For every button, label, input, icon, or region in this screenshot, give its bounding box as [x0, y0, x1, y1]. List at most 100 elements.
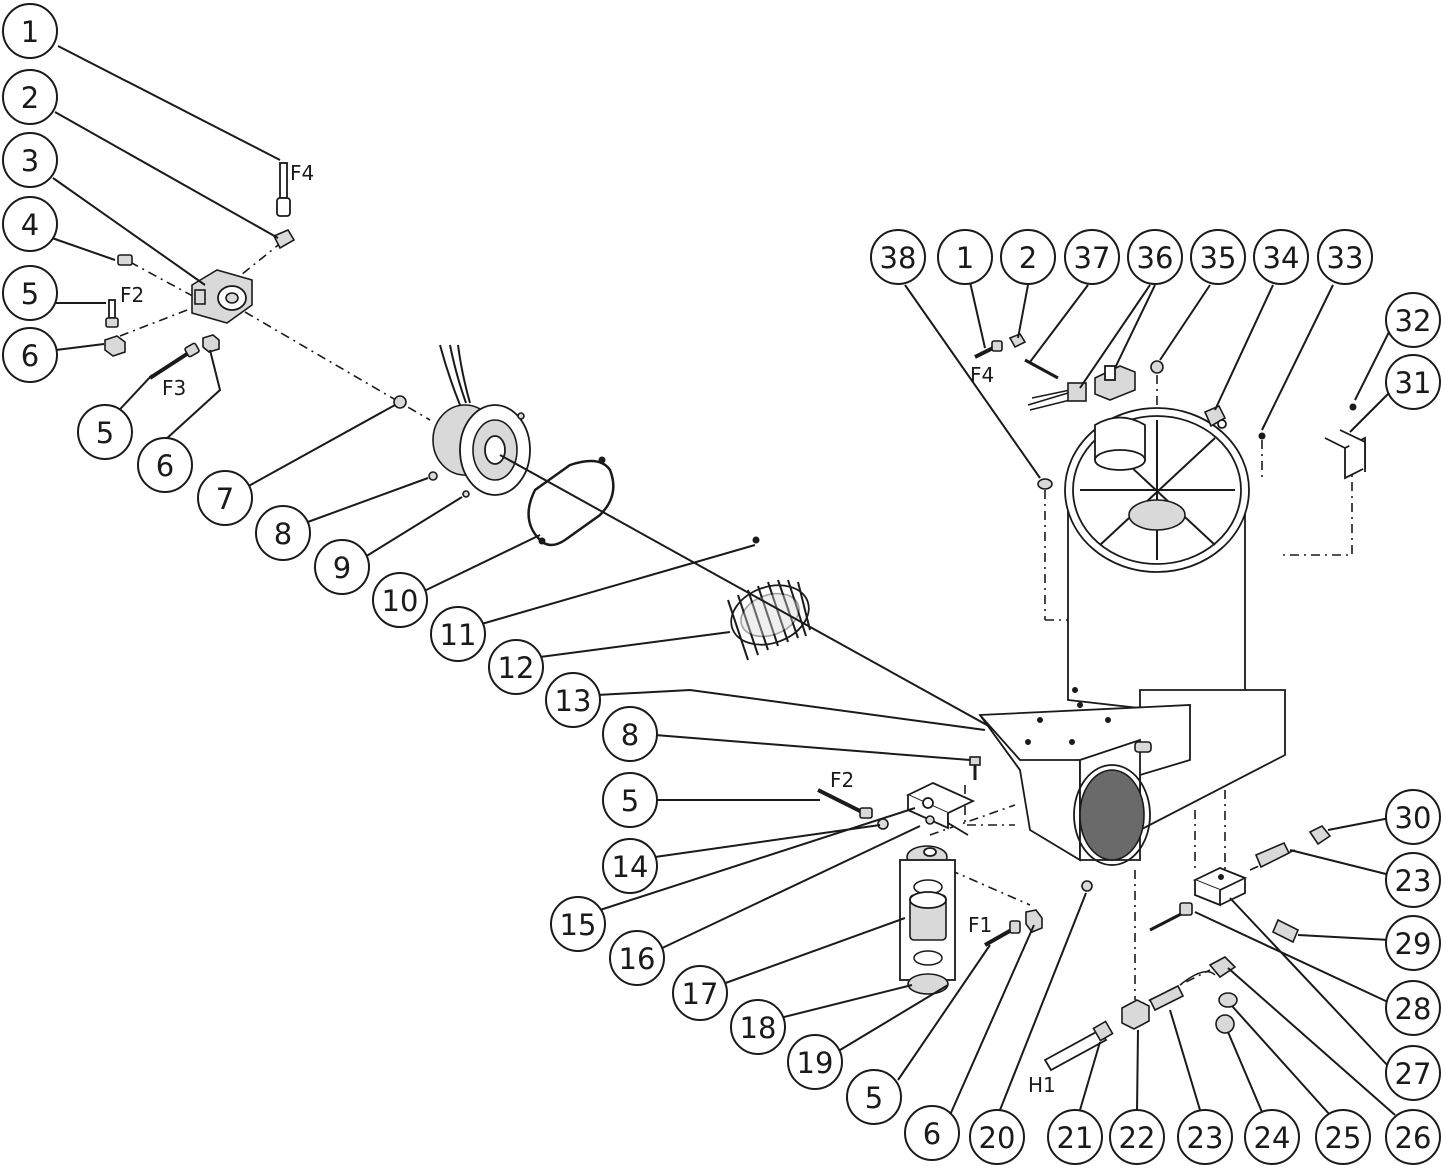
svg-text:32: 32 [1395, 304, 1432, 338]
svg-text:5: 5 [865, 1081, 883, 1115]
label-f2-mid: F2 [830, 768, 854, 792]
svg-text:6: 6 [156, 449, 174, 483]
heater-h1-part-21 [1043, 1020, 1114, 1072]
svg-text:31: 31 [1395, 366, 1432, 400]
svg-text:5: 5 [96, 416, 114, 450]
callout-5-b: 5 [77, 404, 133, 460]
callout-24: 24 [1244, 1109, 1300, 1165]
callout-6-b: 6 [137, 437, 193, 493]
svg-text:23: 23 [1187, 1121, 1224, 1155]
svg-text:23: 23 [1395, 864, 1432, 898]
label-f2-top: F2 [120, 283, 144, 307]
svg-text:27: 27 [1395, 1057, 1432, 1091]
fuel-pump-part-3 [191, 269, 253, 324]
screw-part-32 [1349, 403, 1357, 411]
callout-38: 38 [870, 229, 926, 285]
callout-7: 7 [197, 470, 253, 526]
nut-part-25 [1215, 1014, 1235, 1034]
fitting-part-35 [1150, 360, 1164, 374]
callout-18: 18 [730, 999, 786, 1055]
burner-housing-part-13 [978, 407, 1286, 866]
block-part-27 [1192, 867, 1248, 907]
callout-1-right: 1 [937, 229, 993, 285]
callout-21: 21 [1047, 1109, 1103, 1165]
svg-text:17: 17 [682, 977, 719, 1011]
callout-2-right: 2 [1000, 229, 1056, 285]
svg-text:34: 34 [1263, 241, 1300, 275]
bolt-f2-top [105, 299, 119, 328]
svg-text:6: 6 [923, 1117, 941, 1151]
callout-31: 31 [1385, 354, 1441, 410]
svg-text:1: 1 [21, 15, 39, 49]
filter-bracket-part-15 [905, 782, 976, 836]
callout-27: 27 [1385, 1045, 1441, 1101]
callout-8-b: 8 [602, 706, 658, 762]
svg-text:37: 37 [1074, 241, 1111, 275]
set-screw-part-11 [752, 536, 760, 544]
svg-text:25: 25 [1325, 1121, 1362, 1155]
grommet-part-38 [1037, 478, 1053, 490]
svg-text:29: 29 [1395, 927, 1432, 961]
svg-text:9: 9 [333, 551, 351, 585]
tube-part-23-upper [1254, 841, 1291, 869]
callout-6-a: 6 [2, 327, 58, 383]
callout-16: 16 [609, 930, 665, 986]
bolt-f4-top [276, 162, 291, 217]
callout-2-top: 2 [2, 69, 58, 125]
elbow-part-34 [1203, 404, 1227, 429]
callout-12: 12 [488, 639, 544, 695]
callout-23-a: 23 [1177, 1109, 1233, 1165]
svg-text:19: 19 [797, 1046, 834, 1080]
svg-text:14: 14 [612, 850, 649, 884]
svg-text:7: 7 [216, 482, 234, 516]
callout-3: 3 [2, 132, 58, 188]
nut-part-6-mid [202, 334, 220, 353]
callout-23-b: 23 [1385, 852, 1441, 908]
callout-14: 14 [602, 838, 658, 894]
screw-part-8-left [428, 471, 438, 481]
svg-text:35: 35 [1200, 241, 1237, 275]
svg-text:30: 30 [1395, 801, 1432, 835]
electrode-part-37 [1024, 358, 1059, 380]
callout-4: 4 [2, 196, 58, 252]
bolt-f3 [148, 342, 200, 380]
callout-25: 25 [1315, 1109, 1371, 1165]
callout-33: 33 [1317, 229, 1373, 285]
callout-22: 22 [1109, 1109, 1165, 1165]
fitting-part-29 [1271, 918, 1300, 944]
callout-5-d: 5 [846, 1069, 902, 1125]
svg-text:6: 6 [21, 339, 39, 373]
svg-text:38: 38 [880, 241, 917, 275]
label-f4-top: F4 [290, 161, 314, 185]
bolt-f1 [984, 909, 1043, 947]
callout-35: 35 [1190, 229, 1246, 285]
svg-text:18: 18 [740, 1011, 777, 1045]
callout-10: 10 [372, 572, 428, 628]
callout-bubbles: 1 2 3 4 5 6 5 6 7 8 9 10 11 12 13 8 5 14… [2, 3, 1441, 1165]
svg-text:21: 21 [1057, 1121, 1094, 1155]
svg-text:5: 5 [21, 277, 39, 311]
callout-9: 9 [314, 539, 370, 595]
svg-text:5: 5 [621, 784, 639, 818]
svg-text:15: 15 [560, 908, 597, 942]
label-f1: F1 [968, 913, 992, 937]
svg-text:26: 26 [1395, 1121, 1432, 1155]
nut-part-7 [393, 395, 407, 409]
svg-text:22: 22 [1119, 1121, 1156, 1155]
svg-text:8: 8 [274, 517, 292, 551]
svg-text:2: 2 [1019, 241, 1037, 275]
elbow-fitting-top [272, 228, 296, 250]
svg-text:10: 10 [382, 584, 419, 618]
svg-text:4: 4 [21, 208, 39, 242]
fastener-labels: F4 F2 F3 F2 F1 F4 H1 [120, 161, 1056, 1097]
svg-text:8: 8 [621, 718, 639, 752]
screw-part-8-right [969, 756, 981, 780]
sensor-part-36 [1027, 365, 1136, 411]
callout-36: 36 [1127, 229, 1183, 285]
svg-text:12: 12 [498, 651, 535, 685]
screw-part-4 [117, 254, 133, 266]
callout-29: 29 [1385, 915, 1441, 971]
callout-5-c: 5 [602, 772, 658, 828]
svg-text:16: 16 [619, 942, 656, 976]
